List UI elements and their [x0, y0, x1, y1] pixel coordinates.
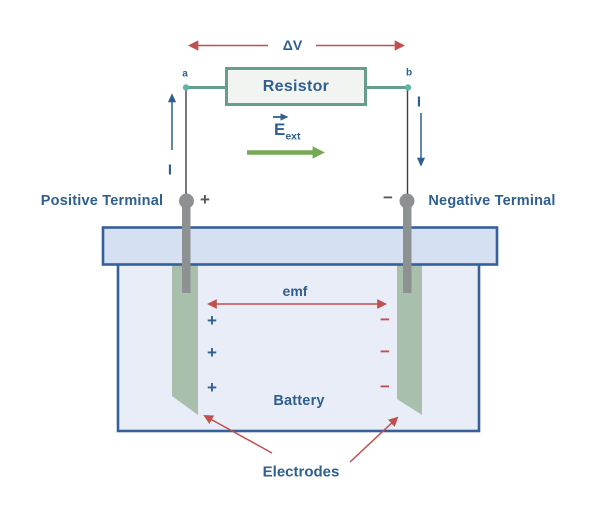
node-b-dot — [404, 84, 412, 91]
plus-sign-3: + — [207, 378, 217, 397]
resistor-box: Resistor — [225, 67, 367, 106]
emf-label: emf — [282, 283, 308, 299]
minus-sign-2: − — [380, 342, 390, 361]
terminal-rod-right — [403, 200, 412, 293]
battery-lid — [101, 226, 499, 266]
node-a-dot — [182, 84, 190, 91]
minus-sign-3: − — [380, 377, 390, 396]
node-b-label: b — [405, 67, 413, 79]
positive-terminal-label: Positive Terminal — [40, 193, 164, 209]
electrode-pointer-left-icon — [203, 415, 273, 454]
battery-label: Battery — [273, 393, 325, 409]
current-right-label: I — [416, 93, 422, 111]
e-ext-subscript: ext — [285, 130, 301, 143]
electrode-pointer-right-icon — [349, 416, 399, 463]
electrode-negative — [397, 261, 422, 415]
minus-sign-1: − — [380, 310, 390, 329]
terminal-minus-sign: − — [383, 188, 393, 207]
e-ext-label: Eext — [274, 120, 301, 143]
plus-sign-1: + — [207, 311, 217, 330]
electrodes-label: Electrodes — [262, 463, 340, 481]
positive-terminal-ball — [179, 193, 194, 209]
current-left-label: I — [167, 161, 173, 179]
terminal-plus-sign: + — [200, 190, 210, 209]
e-ext-base: E — [274, 120, 286, 139]
plus-sign-2: + — [207, 343, 217, 362]
electrode-positive — [172, 261, 198, 415]
negative-terminal-label: Negative Terminal — [428, 193, 556, 209]
terminal-rod-left — [182, 200, 191, 293]
delta-v-label: ΔV — [282, 37, 303, 53]
negative-terminal-ball — [399, 193, 415, 209]
node-a-label: a — [182, 68, 188, 80]
resistor-label: Resistor — [262, 77, 330, 95]
